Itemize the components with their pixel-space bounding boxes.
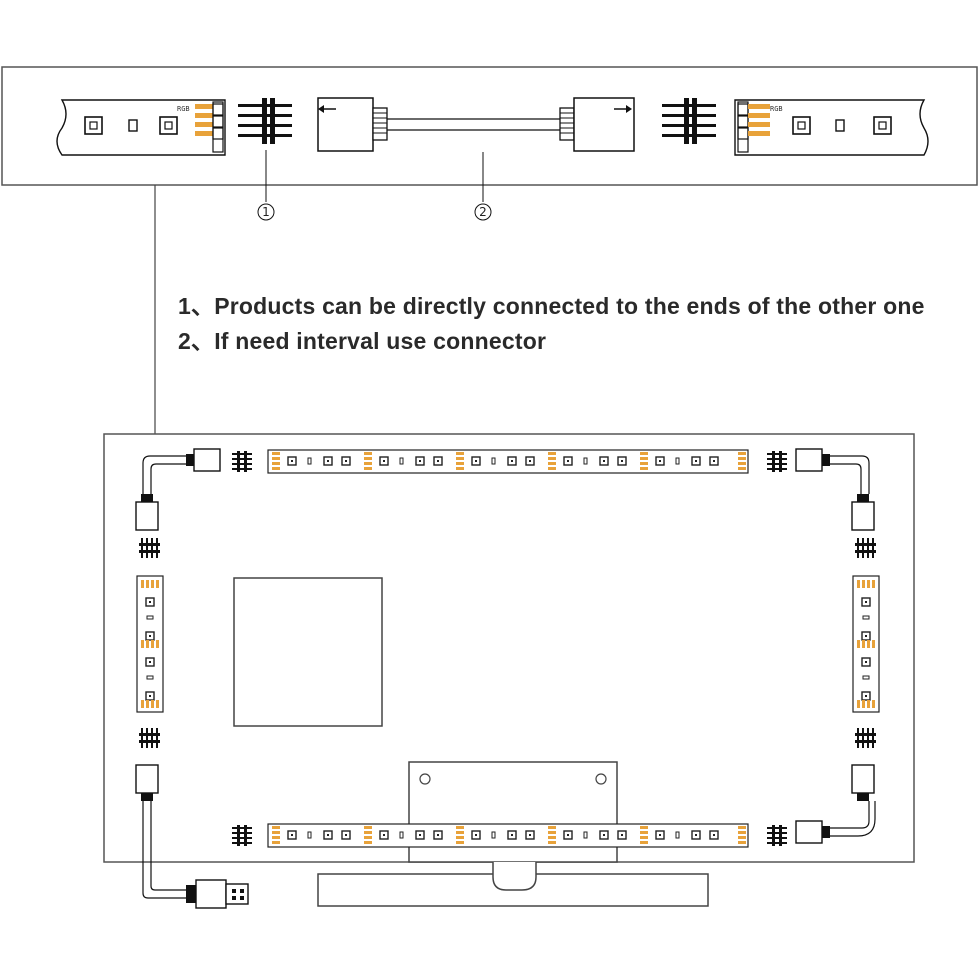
right-led-strip [852, 575, 880, 713]
callout-2-label: 2 [479, 205, 487, 219]
left-pin-label: RGB [177, 105, 190, 113]
top-led-strip [267, 449, 749, 474]
corner-cables [142, 455, 876, 899]
top-right-plug [795, 448, 830, 472]
bottom-right-plug [795, 820, 830, 844]
left-strip-end: RGB [56, 99, 226, 156]
right-pin-label: RGB [770, 105, 783, 113]
right-lower-plug [851, 764, 875, 801]
left-led-strip [136, 575, 164, 713]
right-strip-end: RGB [734, 99, 929, 156]
callout-2: 2 [474, 203, 492, 221]
left-plug [317, 97, 388, 152]
note-interval-connector: 2、If need interval use connector [178, 328, 547, 354]
callout-1-label: 1 [262, 205, 270, 219]
left-lower-plug [135, 764, 159, 801]
arrow-left-icon [318, 105, 336, 113]
usb-plug-icon [186, 879, 249, 909]
detail-panel: RGB [1, 66, 978, 221]
right-pin-connector [662, 98, 716, 144]
left-pin-connector [238, 98, 292, 144]
right-plug [559, 97, 635, 152]
bottom-led-strip [267, 823, 749, 848]
arrow-right-icon [614, 105, 632, 113]
note-direct-connection: 1、Products can be directly connected to … [178, 293, 925, 319]
tv-screen-panel [233, 577, 383, 727]
callout-1: 1 [257, 203, 275, 221]
extension-cable [387, 118, 560, 131]
